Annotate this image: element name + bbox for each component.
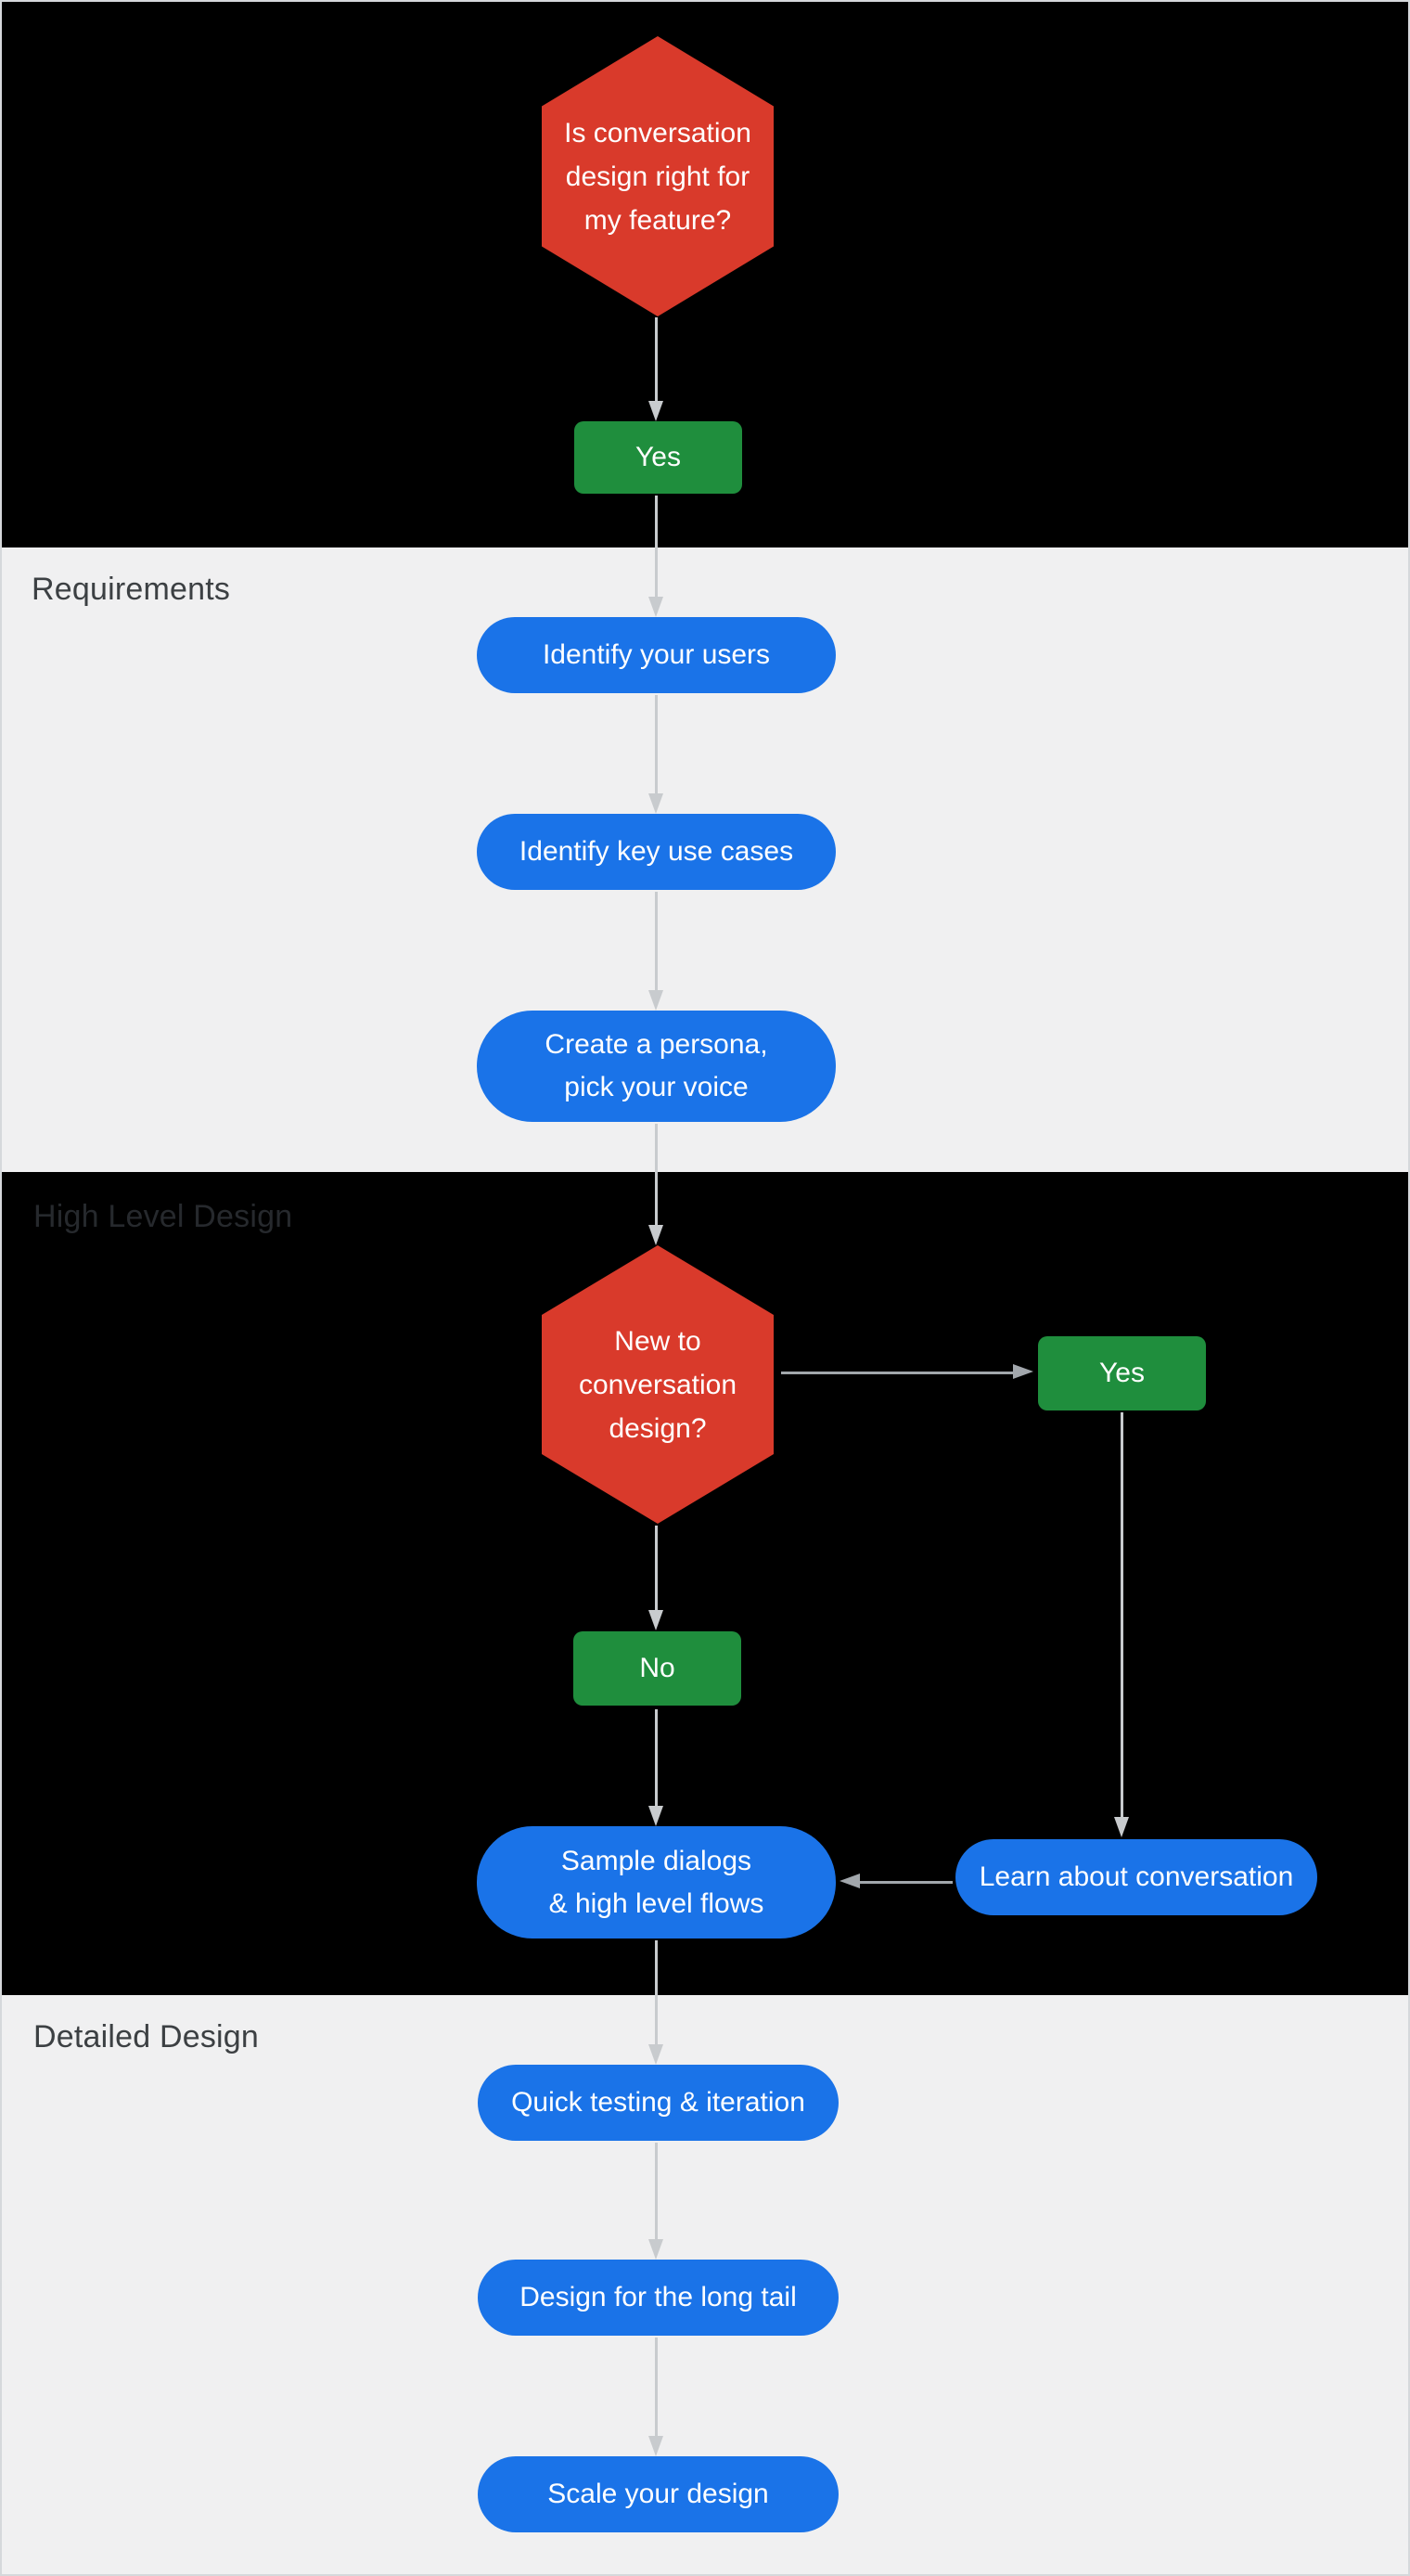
step-identify-your-users: Identify your users bbox=[477, 617, 836, 693]
arrow-start-decision-to-yes bbox=[648, 317, 663, 421]
decision-is-conversation-design-right: Is conversation design right for my feat… bbox=[542, 36, 774, 316]
arrow-sample-to-quick-testing bbox=[648, 1940, 663, 2065]
arrow-long-tail-to-scale bbox=[648, 2338, 663, 2456]
arrow-persona-to-new-decision bbox=[648, 1124, 663, 1245]
arrow-quick-to-long-tail bbox=[648, 2143, 663, 2260]
section-label-detailed-design: Detailed Design bbox=[33, 2019, 260, 2054]
decision-new-to-conversation-design: New to conversation design? bbox=[542, 1245, 774, 1524]
arrow-users-to-use-cases bbox=[648, 695, 663, 814]
arrow-new-decision-to-yes bbox=[781, 1364, 1033, 1379]
arrow-no-to-sample-dialogs bbox=[648, 1709, 663, 1826]
step-create-persona-pick-voice: Create a persona, pick your voice bbox=[477, 1011, 836, 1122]
arrow-new-decision-to-no bbox=[648, 1526, 663, 1630]
answer-yes-new: Yes bbox=[1038, 1336, 1206, 1410]
section-label-requirements: Requirements bbox=[32, 572, 231, 607]
step-learn-about-conversation: Learn about conversation bbox=[955, 1839, 1317, 1915]
arrow-yes-to-learn bbox=[1114, 1412, 1129, 1837]
arrow-use-cases-to-persona bbox=[648, 892, 663, 1011]
step-scale-your-design: Scale your design bbox=[478, 2456, 839, 2532]
section-label-high-level-design: High Level Design bbox=[33, 1199, 293, 1234]
step-quick-testing-iteration: Quick testing & iteration bbox=[478, 2065, 839, 2141]
step-design-for-long-tail: Design for the long tail bbox=[478, 2260, 839, 2336]
arrow-yes-to-identify-users bbox=[648, 496, 663, 617]
answer-yes-start: Yes bbox=[574, 421, 742, 494]
answer-no: No bbox=[573, 1631, 741, 1706]
arrow-learn-to-sample bbox=[840, 1874, 953, 1888]
step-sample-dialogs-high-level-flows: Sample dialogs & high level flows bbox=[477, 1826, 836, 1938]
step-identify-key-use-cases: Identify key use cases bbox=[477, 814, 836, 890]
